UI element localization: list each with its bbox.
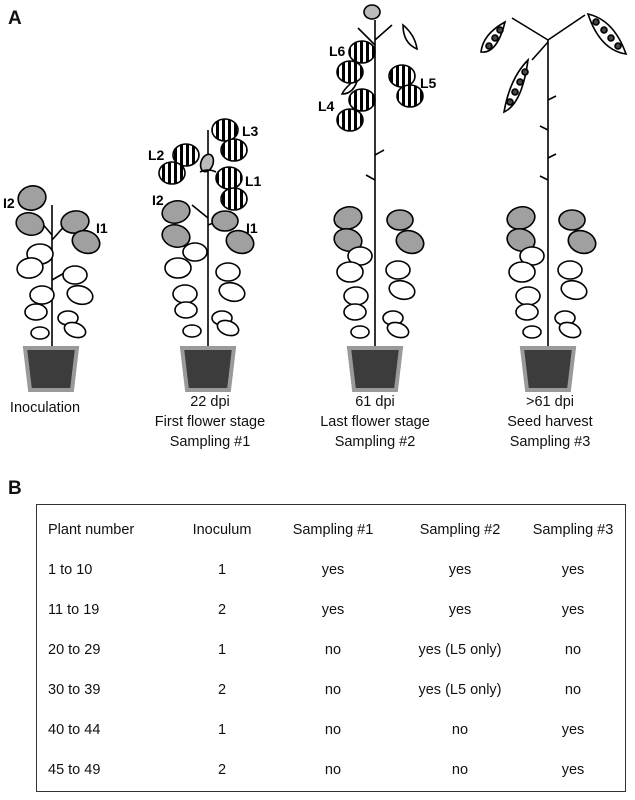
lower-leaves — [16, 243, 94, 340]
sampled-leaves-striped — [336, 40, 424, 132]
table-row: 30 to 39 2 no yes (L5 only) no — [48, 670, 622, 710]
label-i2-plant2: I2 — [152, 192, 164, 208]
table-cell: 2 — [217, 762, 227, 778]
label-i1-plant1: I1 — [96, 220, 108, 236]
table-cell: yes (L5 only) — [418, 682, 502, 698]
caption-line: 22 dpi — [190, 394, 230, 410]
table-cell: yes — [448, 602, 472, 618]
label-l2: L2 — [148, 147, 165, 163]
plant-growth-diagram: I2 I1 — [3, 4, 628, 392]
pot-4 — [519, 346, 577, 392]
table-cell: no — [324, 762, 342, 778]
label-l4: L4 — [318, 98, 335, 114]
table-row: 11 to 19 2 yes yes yes — [48, 590, 622, 630]
caption-sampling-1: 22 dpi First flower stage Sampling #1 — [130, 392, 290, 452]
label-l6: L6 — [329, 43, 346, 59]
table-cell: yes — [321, 602, 345, 618]
table-cell: no — [564, 682, 582, 698]
table-cell: yes — [561, 602, 585, 618]
table-cell: no — [324, 722, 342, 738]
table-row: 40 to 44 1 no no yes — [48, 710, 622, 750]
inoculated-leaves — [506, 205, 597, 255]
label-l5: L5 — [420, 75, 437, 91]
pot-2 — [179, 346, 237, 392]
table-header: Plant number — [48, 522, 135, 538]
table-header-row: Plant number Inoculum Sampling #1 Sampli… — [48, 510, 622, 550]
inoculated-leaves — [161, 199, 255, 255]
sampling-table: Plant number Inoculum Sampling #1 Sampli… — [48, 510, 622, 790]
table-cell: 1 to 10 — [48, 562, 93, 578]
table-cell: 30 to 39 — [48, 682, 101, 698]
caption-line: Sampling #3 — [509, 434, 591, 450]
table-cell: yes — [561, 722, 585, 738]
table-cell: 40 to 44 — [48, 722, 101, 738]
panel-b-letter: B — [8, 478, 22, 499]
lower-leaves — [508, 246, 588, 339]
table-cell: 1 — [217, 722, 227, 738]
table-cell: 2 — [217, 602, 227, 618]
panel-a-letter: A — [8, 8, 22, 29]
stem-nodes — [539, 95, 557, 181]
flower — [199, 153, 217, 173]
caption-line: First flower stage — [154, 414, 266, 430]
caption-line: Inoculation — [9, 400, 81, 416]
table-cell: yes — [321, 562, 345, 578]
table-cell: 20 to 29 — [48, 642, 101, 658]
table-header: Inoculum — [192, 522, 252, 538]
table-cell: yes — [561, 762, 585, 778]
caption-line: Last flower stage — [320, 414, 430, 430]
pot-3 — [346, 346, 404, 392]
table-cell: yes — [448, 562, 472, 578]
lower-leaves — [164, 242, 246, 338]
table-cell: yes (L5 only) — [418, 642, 502, 658]
plant-seed-harvest — [480, 12, 628, 350]
inoculated-leaves — [333, 205, 425, 255]
caption-line: 61 dpi — [355, 394, 395, 410]
caption-line: Seed harvest — [507, 414, 593, 430]
label-l3: L3 — [242, 123, 259, 139]
sampled-leaves-striped — [158, 118, 248, 211]
table-header: Sampling #3 — [532, 522, 614, 538]
inoculated-leaves — [15, 185, 101, 255]
table-cell: no — [564, 642, 582, 658]
table-cell: no — [451, 722, 469, 738]
lower-leaves — [336, 246, 416, 339]
table-cell: no — [451, 762, 469, 778]
table-row: 1 to 10 1 yes yes yes — [48, 550, 622, 590]
table-cell: no — [324, 682, 342, 698]
table-row: 20 to 29 1 no yes (L5 only) no — [48, 630, 622, 670]
table-header: Sampling #2 — [419, 522, 501, 538]
table-header: Sampling #1 — [292, 522, 374, 538]
label-i1-plant2: I1 — [246, 220, 258, 236]
caption-sampling-2: 61 dpi Last flower stage Sampling #2 — [295, 392, 455, 452]
caption-sampling-3: >61 dpi Seed harvest Sampling #3 — [470, 392, 630, 452]
table-cell: yes — [561, 562, 585, 578]
table-cell: 1 — [217, 562, 227, 578]
plant-inoculation — [15, 185, 101, 350]
table-cell: 11 to 19 — [48, 602, 100, 618]
pea-pods — [480, 12, 628, 114]
table-cell: 2 — [217, 682, 227, 698]
sampling-table-frame — [36, 504, 626, 792]
caption-line: Sampling #1 — [169, 434, 251, 450]
caption-inoculation: Inoculation — [0, 398, 90, 418]
plant-first-flower — [158, 118, 255, 350]
table-cell: 45 to 49 — [48, 762, 101, 778]
plant-last-flower — [333, 4, 425, 350]
caption-line: >61 dpi — [526, 394, 574, 410]
pot-1 — [22, 346, 80, 392]
label-i2-plant1: I2 — [3, 195, 15, 211]
stem-nodes — [365, 149, 385, 181]
label-l1: L1 — [245, 173, 262, 189]
table-cell: no — [324, 642, 342, 658]
table-cell: 1 — [217, 642, 227, 658]
table-row: 45 to 49 2 no no yes — [48, 750, 622, 790]
caption-line: Sampling #2 — [334, 434, 416, 450]
